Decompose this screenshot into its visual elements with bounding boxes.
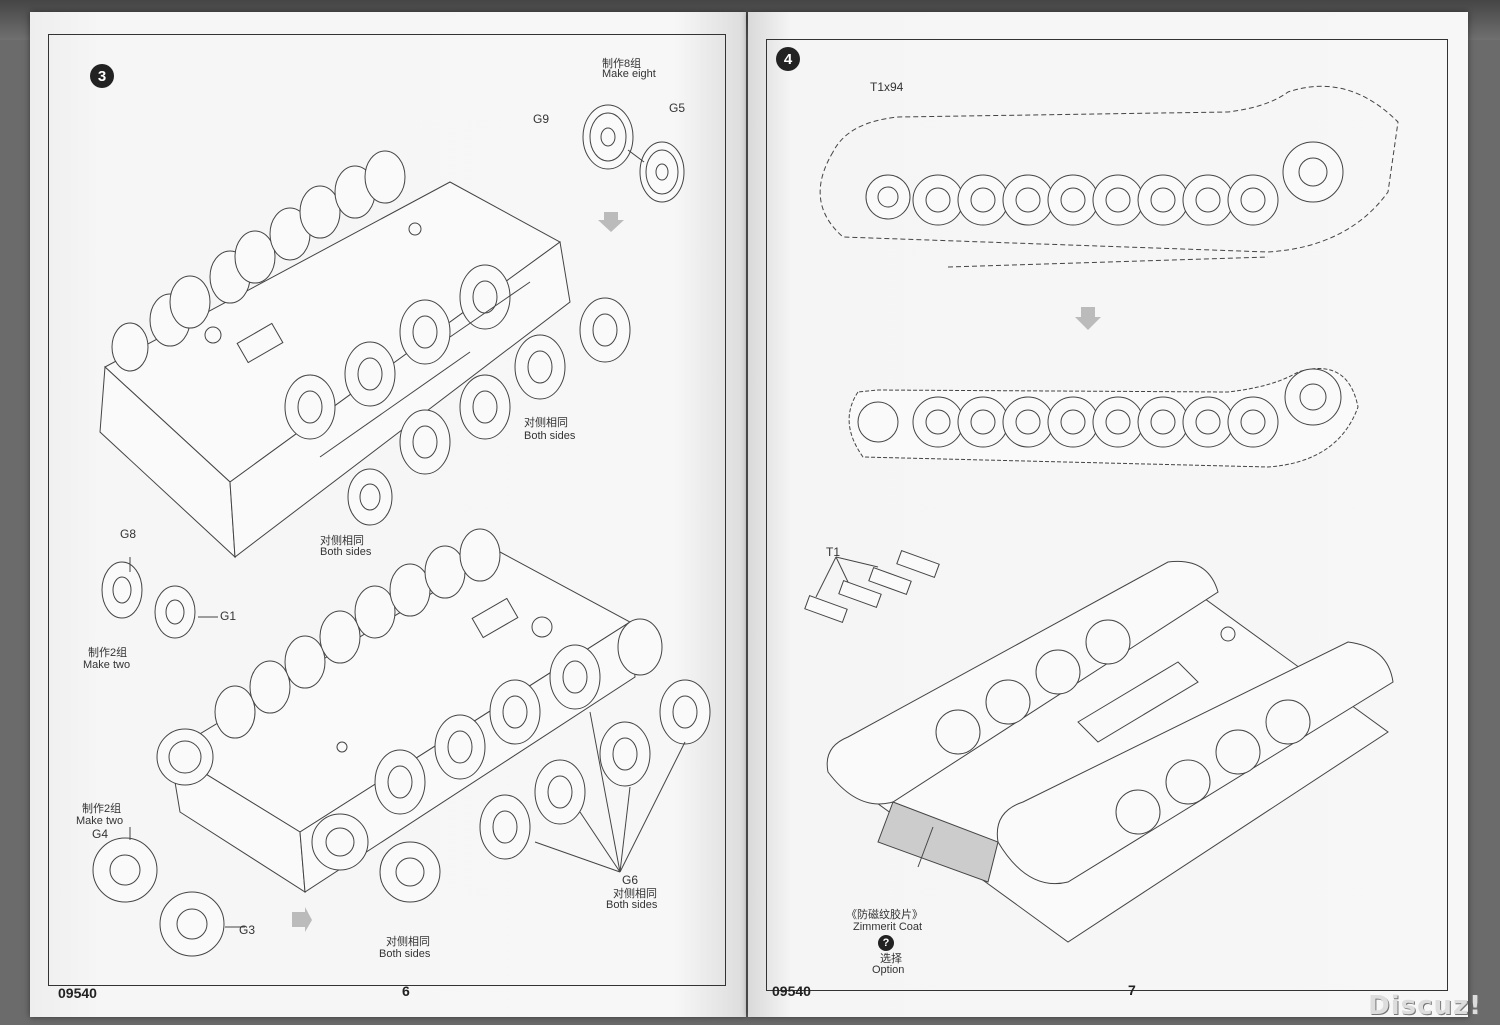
right-page: 4 T1x94 <box>748 12 1468 1017</box>
make-two-label-2: Make two <box>76 815 124 827</box>
footer-product-code: 09540 <box>772 983 811 999</box>
both-sides-label-4: Both sides <box>606 899 658 911</box>
both-sides-label-2-cn: 对侧相同 <box>320 535 364 547</box>
track-assembled-side-icon <box>848 368 1359 468</box>
watermark-logo: Discuz! <box>1368 991 1482 1021</box>
sprocket-lower-left-icon <box>156 728 214 786</box>
part-g3: G3 <box>239 923 256 937</box>
wheel-g1-icon <box>154 585 196 639</box>
part-g5: G5 <box>669 101 686 115</box>
hull-upper-icon <box>99 181 571 559</box>
both-sides-label-3: Both sides <box>379 948 431 960</box>
page-number: 6 <box>402 983 410 999</box>
part-t1: T1 <box>826 545 841 559</box>
track-links-exploded-icon <box>819 85 1399 268</box>
both-sides-label-2: Both sides <box>320 546 372 558</box>
option-label: Option <box>872 964 905 976</box>
sprocket-g4-icon <box>92 837 158 903</box>
left-page: 3 制作8组 Make eight G9 G5 <box>30 12 746 1017</box>
wheel-g9-icon <box>582 104 634 170</box>
part-t1x94: T1x94 <box>870 80 904 94</box>
both-sides-label-4-cn: 对侧相同 <box>613 888 657 900</box>
both-sides-label-3-cn: 对侧相同 <box>386 936 430 948</box>
option-label-cn: 选择 <box>880 953 902 965</box>
road-wheels-upper-front-icon <box>284 264 631 526</box>
hull-with-tracks-icon <box>826 560 1394 943</box>
road-wheels-upper-back-icon <box>111 150 406 372</box>
road-wheels-step4-top-icon <box>865 141 1344 226</box>
part-g1: G1 <box>220 609 237 623</box>
zimmerit-label-cn: 《防磁纹胶片》 <box>846 909 923 921</box>
wheel-g8-icon <box>101 561 143 619</box>
road-wheels-lower-back-icon <box>214 528 663 739</box>
step4-illustration <box>804 85 1399 943</box>
part-g9: G9 <box>533 112 550 126</box>
step-number-badge: 3 <box>90 64 114 88</box>
left-page-frame <box>48 34 726 986</box>
footer-product-code: 09540 <box>58 985 97 1001</box>
sprocket-lower-front-icon <box>311 813 441 903</box>
part-g6: G6 <box>622 873 639 887</box>
make-eight-label: Make eight <box>602 68 656 80</box>
right-page-frame <box>766 39 1448 991</box>
zimmerit-label: Zimmerit Coat <box>853 921 923 933</box>
option-question-icon: ? <box>878 935 894 951</box>
make-two-label-1-cn: 制作2组 <box>88 647 128 659</box>
part-g4: G4 <box>92 827 109 841</box>
step-number-badge: 4 <box>776 47 800 71</box>
track-links-t1-icon <box>804 549 940 624</box>
make-eight-label-cn: 制作8组 <box>602 58 642 70</box>
make-two-label-2-cn: 制作2组 <box>82 803 122 815</box>
page-number: 7 <box>1128 982 1136 998</box>
road-wheels-lower-front-icon <box>374 644 711 860</box>
both-sides-label-1: Both sides <box>524 430 576 442</box>
wheel-g5-icon <box>639 141 685 203</box>
step3-illustration <box>92 104 711 957</box>
both-sides-label-1-cn: 对侧相同 <box>524 417 568 429</box>
make-two-label-1: Make two <box>83 659 131 671</box>
sprocket-g3-icon <box>159 891 225 957</box>
part-g8: G8 <box>120 527 137 541</box>
